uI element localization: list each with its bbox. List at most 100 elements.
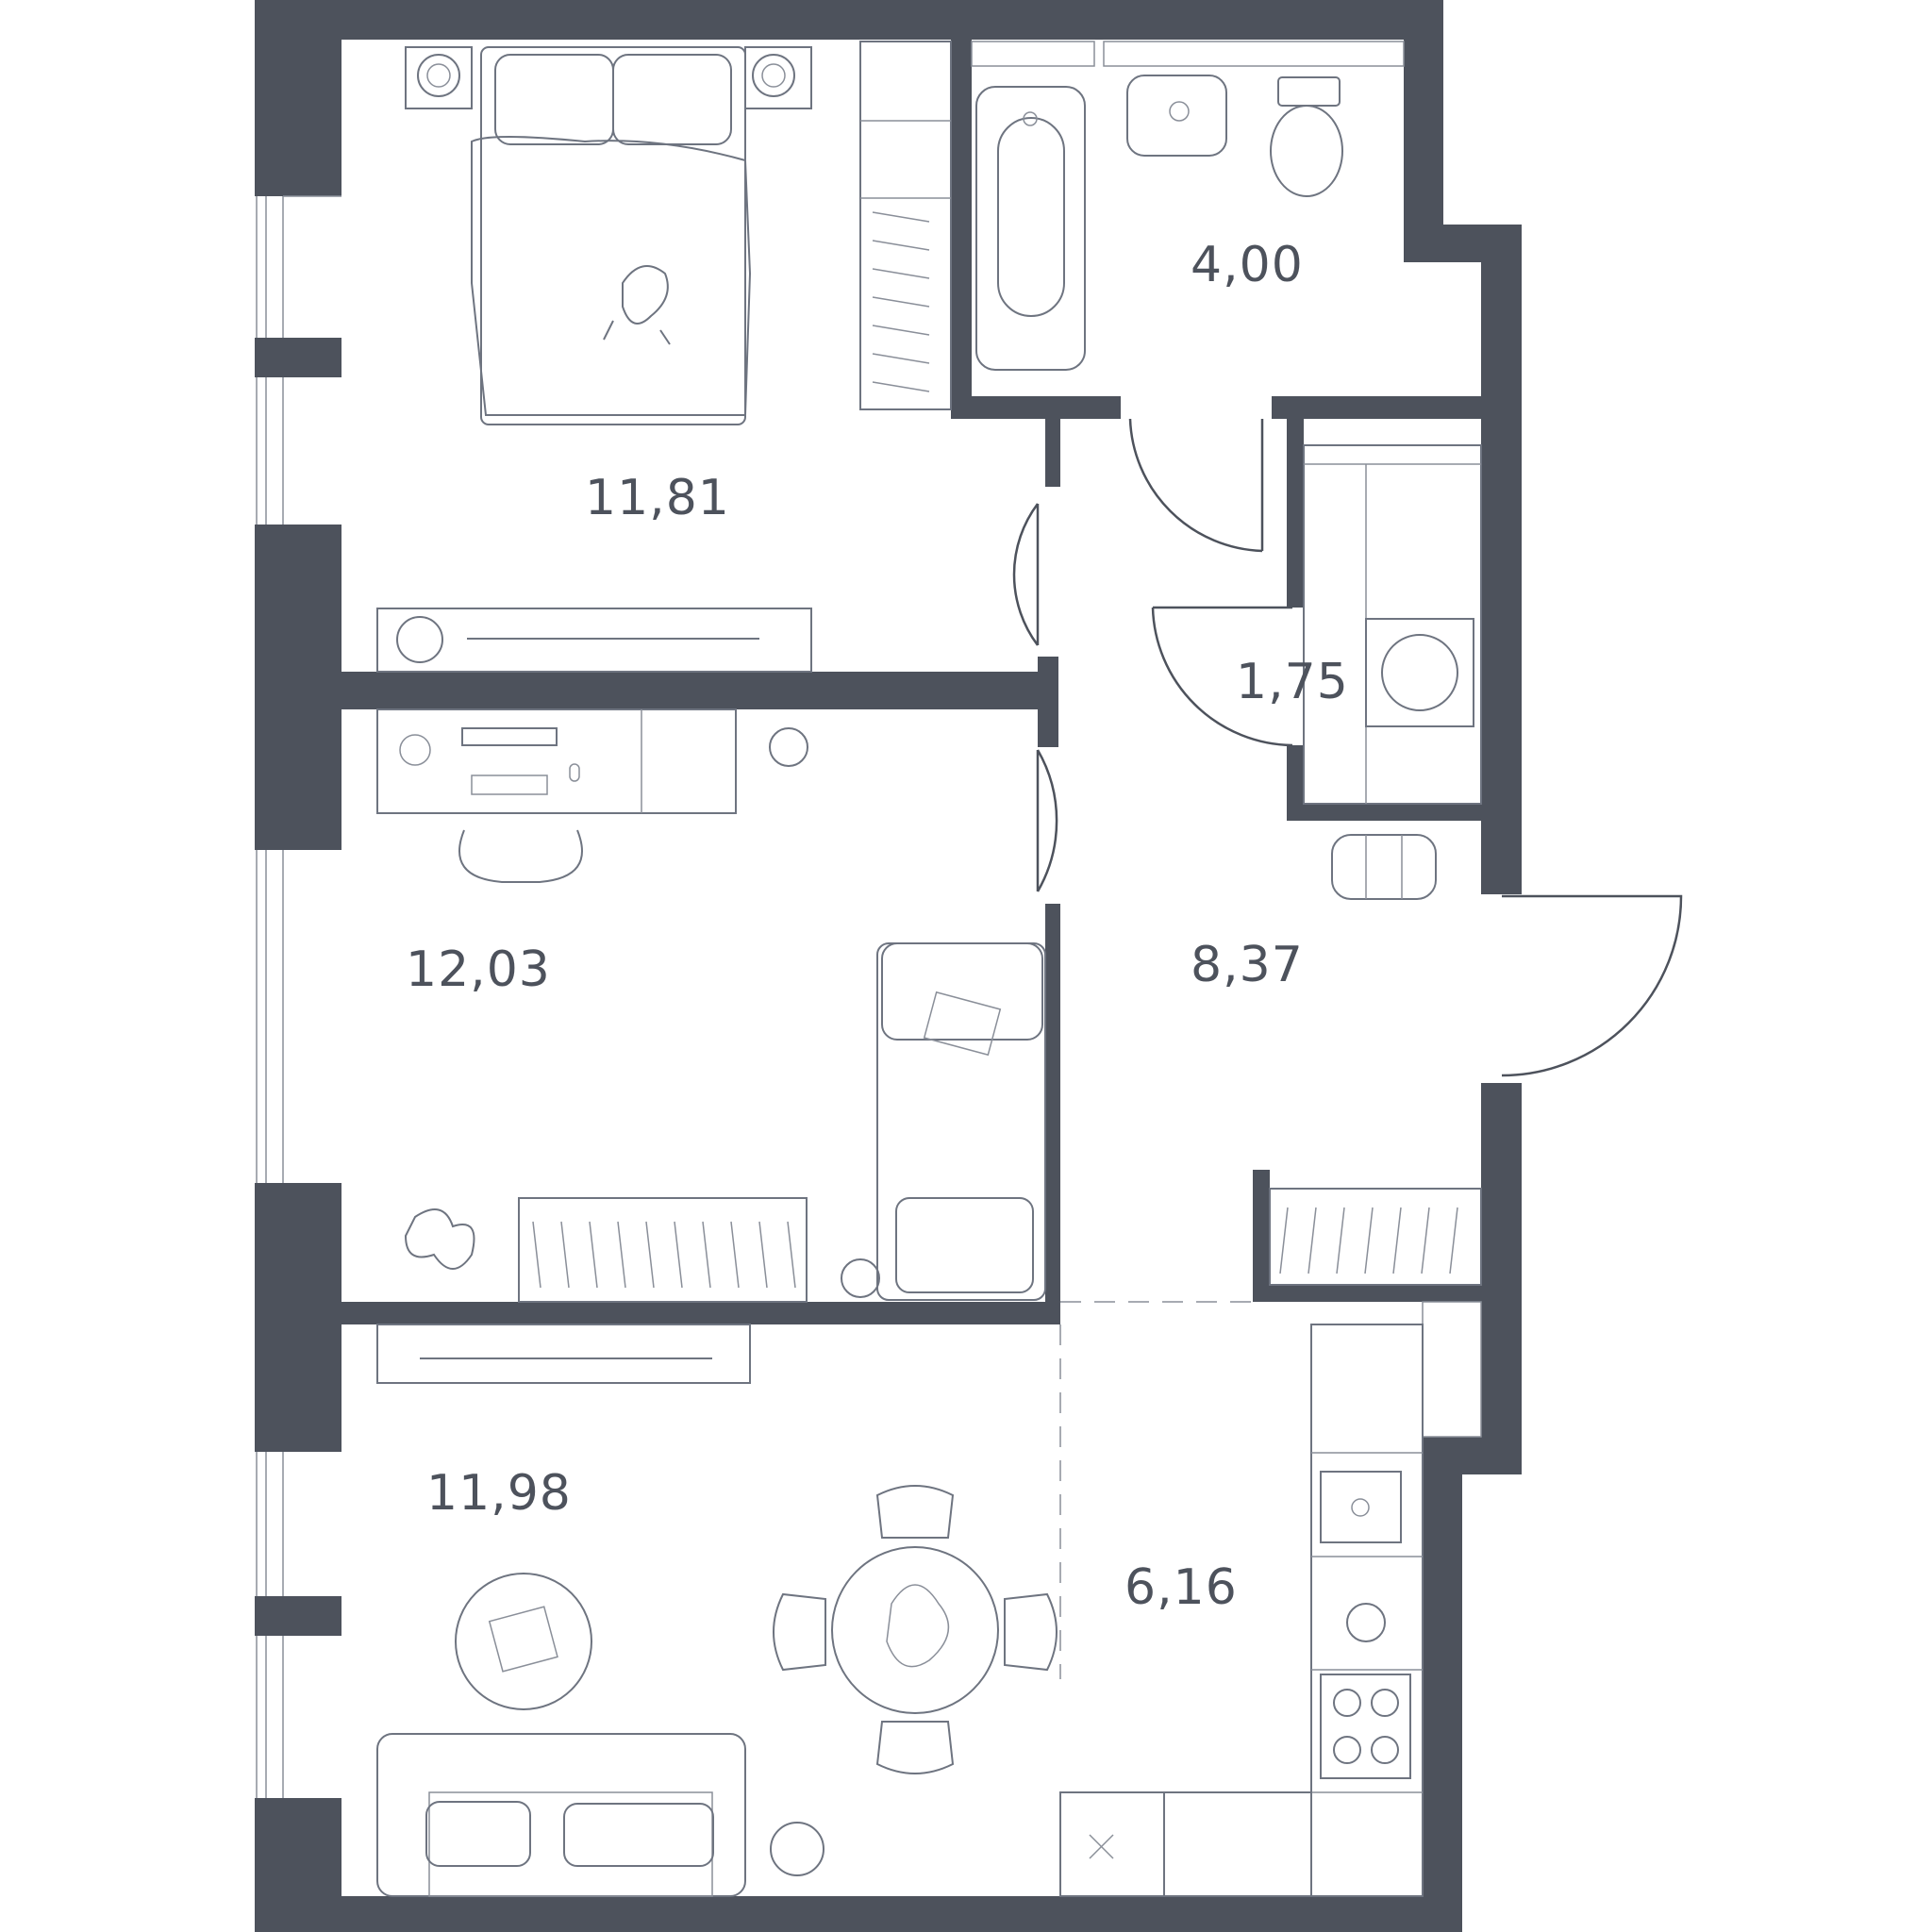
desk-lamp-icon bbox=[399, 734, 431, 766]
hallway-furniture: 8,37 bbox=[1191, 834, 1482, 1286]
cat-icon bbox=[603, 265, 671, 345]
area-label-hallway: 8,37 bbox=[1191, 937, 1304, 993]
keyboard bbox=[471, 774, 548, 795]
wall-right-mid2 bbox=[1481, 1083, 1522, 1474]
ball-icon bbox=[769, 727, 808, 767]
sink bbox=[1126, 75, 1227, 157]
living-room-furniture: 11,98 bbox=[376, 1324, 1058, 1897]
wall-left-1 bbox=[255, 0, 341, 196]
monitor bbox=[461, 727, 558, 746]
window-bathroom-vent bbox=[971, 41, 1405, 67]
area-label-bedroom: 11,81 bbox=[585, 470, 730, 526]
dining-chair-bottom bbox=[875, 1721, 955, 1774]
magazine-icon bbox=[488, 1606, 558, 1673]
mouse bbox=[569, 763, 580, 782]
plant-icon bbox=[396, 616, 443, 663]
door-bathroom bbox=[1128, 418, 1264, 553]
floor-lamp-icon bbox=[770, 1822, 824, 1876]
burner-4-icon bbox=[1371, 1736, 1399, 1764]
laundry-furniture: 1,75 bbox=[1236, 444, 1482, 805]
kitchen-cabinet bbox=[1163, 1791, 1312, 1897]
nightstand-right bbox=[744, 46, 812, 109]
burner-3-icon bbox=[1333, 1736, 1361, 1764]
bed bbox=[480, 46, 746, 425]
wall-bath-bottom-a bbox=[951, 396, 1121, 419]
hob bbox=[1320, 1674, 1411, 1779]
wall-laundry-left-b bbox=[1287, 745, 1304, 821]
window-bedroom-1 bbox=[256, 195, 341, 338]
desk-chair bbox=[458, 829, 583, 883]
kitchen-sink-icon bbox=[1320, 1471, 1402, 1543]
bedroom-furniture bbox=[376, 41, 952, 673]
sofa bbox=[376, 1733, 746, 1897]
dining-chair-top bbox=[875, 1485, 955, 1539]
bathroom-furniture: 4,00 bbox=[975, 75, 1343, 371]
wall-left-3 bbox=[255, 525, 341, 850]
windows bbox=[256, 41, 1405, 1798]
wall-bath-bottom-b bbox=[1272, 396, 1481, 419]
kitchen-niche bbox=[1422, 1301, 1482, 1438]
area-label-laundry: 1,75 bbox=[1236, 654, 1349, 710]
flower-arrangement-icon bbox=[886, 1584, 950, 1668]
area-label-bathroom: 4,00 bbox=[1191, 237, 1304, 293]
wall-hall-wardrobe-bottom bbox=[1253, 1285, 1481, 1302]
dining-table bbox=[831, 1546, 999, 1714]
hall-wardrobe bbox=[1269, 1188, 1482, 1286]
fridge bbox=[1059, 1791, 1165, 1897]
wall-bottom bbox=[255, 1896, 1462, 1932]
wall-laundry-left-a bbox=[1287, 419, 1304, 608]
dining-chair-right bbox=[1004, 1592, 1058, 1672]
washing-machine-drum-icon bbox=[1381, 634, 1458, 711]
walls bbox=[255, 0, 1522, 1932]
wall-right-bottom bbox=[1423, 1437, 1462, 1932]
wall-hall-wardrobe-left bbox=[1253, 1170, 1270, 1302]
wall-kids-living bbox=[341, 1302, 1060, 1324]
wall-bath-hall-stub bbox=[1045, 419, 1060, 487]
wall-bath-left bbox=[951, 40, 972, 419]
laundry-shelving bbox=[1303, 444, 1482, 805]
wall-right-mid bbox=[1481, 225, 1522, 894]
wall-left-5 bbox=[255, 1596, 341, 1636]
kids-plant-icon bbox=[404, 1208, 475, 1270]
dining-chair-left bbox=[773, 1592, 826, 1672]
area-label-living-room: 11,98 bbox=[426, 1465, 572, 1522]
bedroom-tv-stand bbox=[376, 608, 812, 673]
kitchen-counter bbox=[1310, 1324, 1424, 1897]
bedroom-wardrobe bbox=[859, 41, 952, 410]
wall-laundry-bottom bbox=[1287, 804, 1481, 821]
toilet-tank bbox=[1277, 76, 1341, 107]
duvet bbox=[471, 136, 752, 416]
cushion-left bbox=[425, 1801, 531, 1867]
door-entrance bbox=[1501, 894, 1683, 1077]
wall-left-2 bbox=[255, 338, 341, 377]
wall-left-4 bbox=[255, 1183, 341, 1452]
kids-room-furniture: 12,03 bbox=[376, 708, 1046, 1303]
nightstand-left bbox=[405, 46, 473, 109]
window-living-2 bbox=[256, 1636, 284, 1798]
coffee-table bbox=[455, 1573, 592, 1710]
wall-kids-hall-b bbox=[1045, 904, 1060, 1319]
wall-top bbox=[255, 0, 1443, 40]
window-bedroom-2 bbox=[256, 377, 284, 525]
window-kids bbox=[256, 850, 284, 1183]
toilet-icon bbox=[1270, 105, 1343, 197]
burner-2-icon bbox=[1371, 1689, 1399, 1717]
wall-right-top bbox=[1404, 0, 1443, 262]
pillow-left bbox=[494, 54, 614, 145]
hall-bench bbox=[1331, 834, 1437, 900]
lamp-left-icon bbox=[417, 54, 460, 97]
desk bbox=[376, 708, 737, 814]
kids-wardrobe bbox=[518, 1197, 808, 1303]
kettle-icon bbox=[1346, 1603, 1386, 1642]
washing-machine bbox=[1365, 618, 1474, 727]
cushion-right bbox=[563, 1803, 714, 1867]
area-label-kitchen: 6,16 bbox=[1124, 1559, 1238, 1616]
kids-bed bbox=[876, 942, 1046, 1301]
doors bbox=[1012, 418, 1683, 1679]
kitchen-furniture: 6,16 bbox=[1059, 1324, 1424, 1897]
door-laundry bbox=[1151, 606, 1293, 747]
tv-stand bbox=[376, 1324, 751, 1384]
pillow-right bbox=[612, 54, 732, 145]
door-bedroom bbox=[1012, 503, 1040, 646]
